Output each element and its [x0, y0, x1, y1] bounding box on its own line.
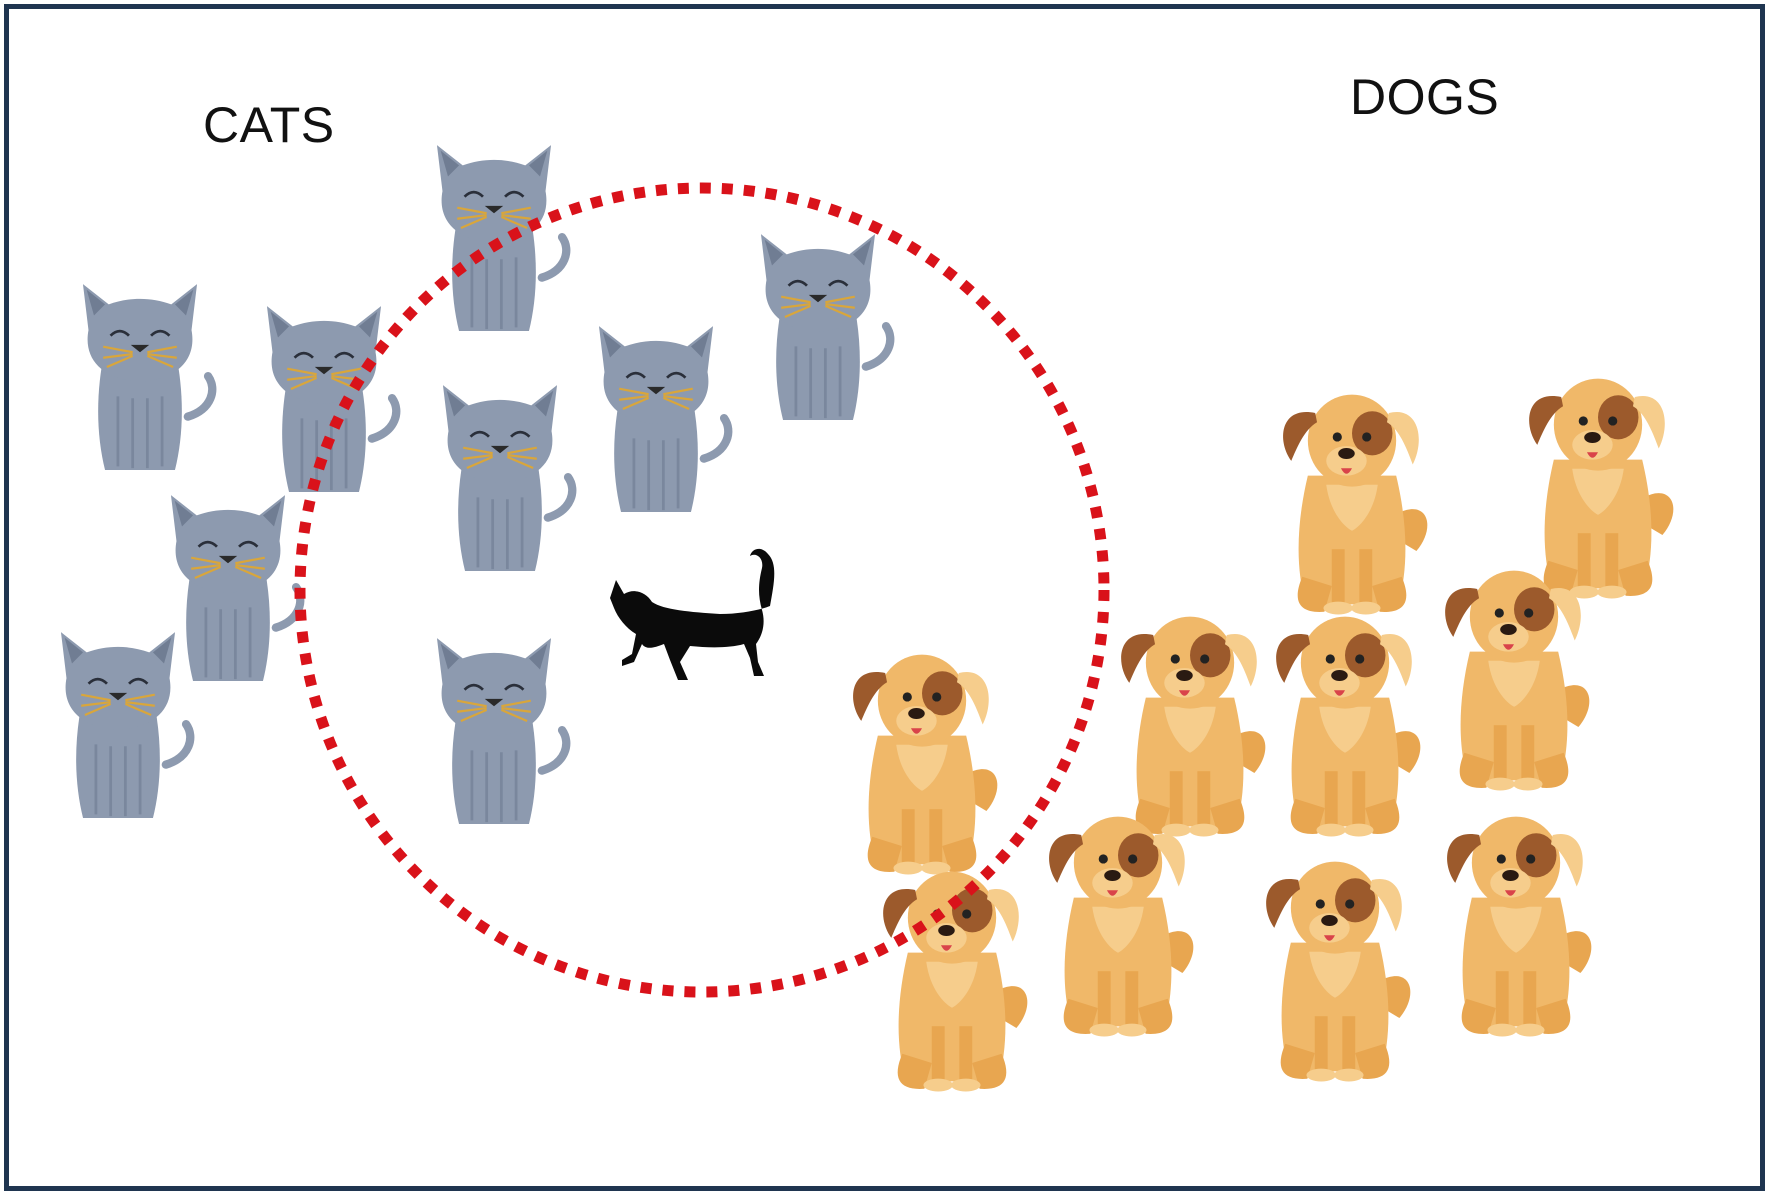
brown-dog-icon — [1283, 395, 1427, 615]
brown-dog-icon — [1445, 571, 1589, 791]
gray-cat-icon — [83, 284, 212, 470]
gray-cat-icon — [171, 495, 300, 681]
brown-dog-icon — [1121, 617, 1265, 837]
gray-cat-icon — [443, 385, 572, 571]
gray-cat-icon — [761, 234, 890, 420]
black-cat-silhouette-icon — [610, 549, 774, 680]
cat-group — [61, 145, 890, 824]
brown-dog-icon — [1447, 817, 1591, 1037]
gray-cat-icon — [599, 326, 728, 512]
gray-cat-icon — [437, 145, 566, 331]
brown-dog-icon — [853, 655, 997, 875]
gray-cat-icon — [437, 638, 566, 824]
brown-dog-icon — [1276, 617, 1420, 837]
brown-dog-icon — [1529, 379, 1673, 599]
brown-dog-icon — [1266, 862, 1410, 1082]
gray-cat-icon — [267, 306, 396, 492]
brown-dog-icon — [1049, 817, 1193, 1037]
gray-cat-icon — [61, 632, 190, 818]
neighborhood-circle — [300, 188, 1104, 992]
dog-group — [853, 379, 1673, 1092]
